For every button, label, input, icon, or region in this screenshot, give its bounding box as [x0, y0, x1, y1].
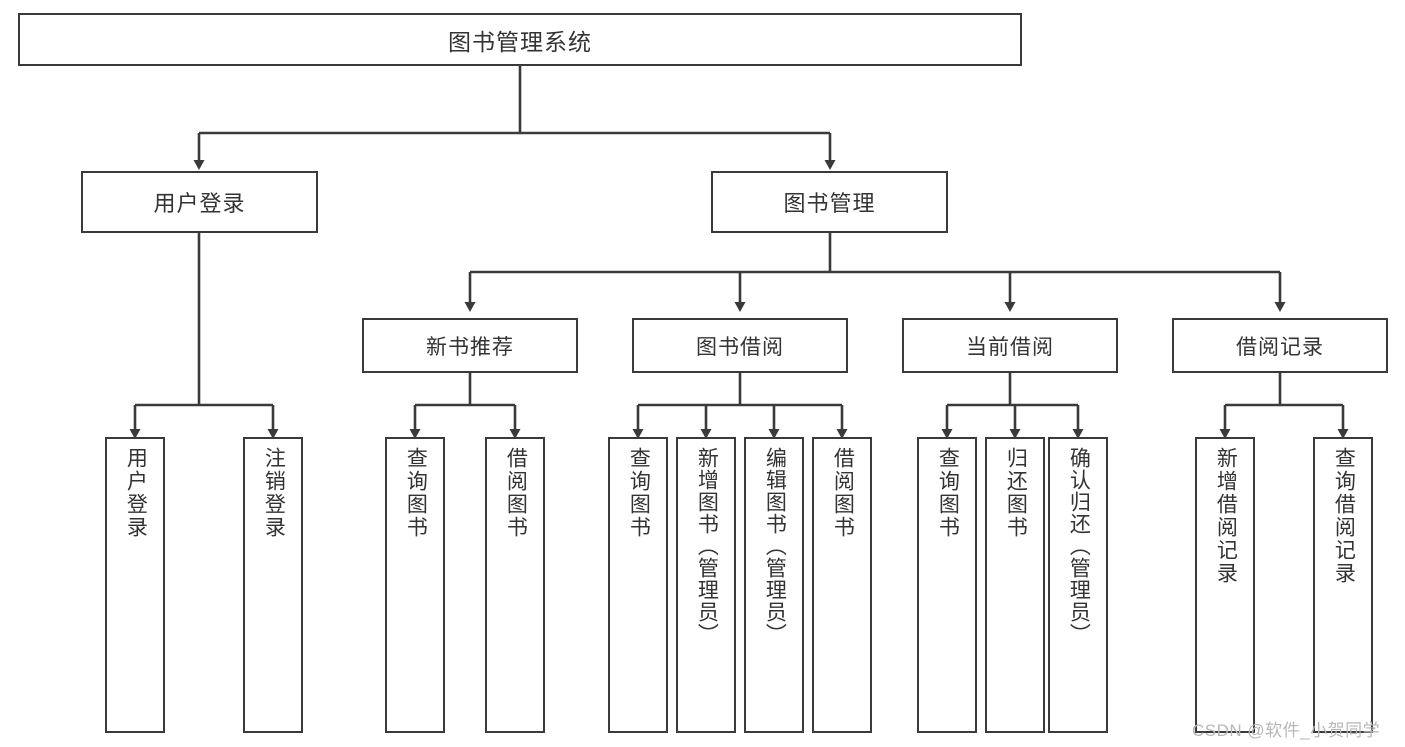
leaf-label: 编辑图书（管理员） — [763, 447, 787, 645]
leaf-label: 查询图书 — [936, 447, 960, 539]
leaf-label: 借阅图书 — [831, 447, 855, 539]
node-book-management[interactable]: 图书管理 — [711, 171, 948, 233]
node-label: 用户登录 — [153, 191, 246, 216]
leaf-label: 用户登录 — [124, 447, 148, 539]
leaf-label: 注销登录 — [262, 447, 286, 539]
leaf-logout[interactable]: 注销登录 — [243, 437, 303, 733]
leaf-recommend-borrow-book[interactable]: 借阅图书 — [485, 437, 545, 733]
leaf-label: 查询图书 — [404, 447, 428, 539]
node-label: 借阅记录 — [1236, 335, 1324, 359]
leaf-current-confirm-return-admin[interactable]: 确认归还（管理员） — [1048, 437, 1108, 733]
leaf-borrow-add-book-admin[interactable]: 新增图书（管理员） — [676, 437, 736, 733]
node-label: 图书管理 — [783, 191, 876, 216]
csdn-watermark: CSDN @软件_小贺同学 — [1192, 721, 1381, 740]
leaf-label: 新增图书（管理员） — [695, 447, 719, 645]
node-book-borrow[interactable]: 图书借阅 — [632, 318, 848, 373]
leaf-borrow-query-book[interactable]: 查询图书 — [608, 437, 668, 733]
leaf-label: 借阅图书 — [504, 447, 528, 539]
leaf-current-return-book[interactable]: 归还图书 — [985, 437, 1045, 733]
leaf-user-login[interactable]: 用户登录 — [105, 437, 165, 733]
leaf-record-add-borrow-record[interactable]: 新增借阅记录 — [1195, 437, 1255, 733]
node-label: 图书管理系统 — [448, 28, 592, 55]
leaf-label: 确认归还（管理员） — [1067, 447, 1091, 645]
node-borrow-record[interactable]: 借阅记录 — [1172, 318, 1388, 373]
leaf-record-query-borrow-record[interactable]: 查询借阅记录 — [1313, 437, 1373, 733]
leaf-current-query-book[interactable]: 查询图书 — [917, 437, 977, 733]
leaf-recommend-query-book[interactable]: 查询图书 — [385, 437, 445, 733]
leaf-borrow-edit-book-admin[interactable]: 编辑图书（管理员） — [744, 437, 804, 733]
node-label: 图书借阅 — [696, 335, 784, 359]
node-new-book-recommend[interactable]: 新书推荐 — [362, 318, 578, 373]
leaf-borrow-borrow-book[interactable]: 借阅图书 — [812, 437, 872, 733]
node-label: 当前借阅 — [966, 335, 1054, 359]
leaf-label: 查询借阅记录 — [1332, 447, 1356, 585]
node-current-borrow[interactable]: 当前借阅 — [902, 318, 1118, 373]
node-root-book-management-system[interactable]: 图书管理系统 — [18, 13, 1022, 66]
leaf-label: 归还图书 — [1004, 447, 1028, 539]
leaf-label: 查询图书 — [627, 447, 651, 539]
node-user-login[interactable]: 用户登录 — [81, 171, 318, 233]
node-label: 新书推荐 — [426, 335, 514, 359]
leaf-label: 新增借阅记录 — [1214, 447, 1238, 585]
